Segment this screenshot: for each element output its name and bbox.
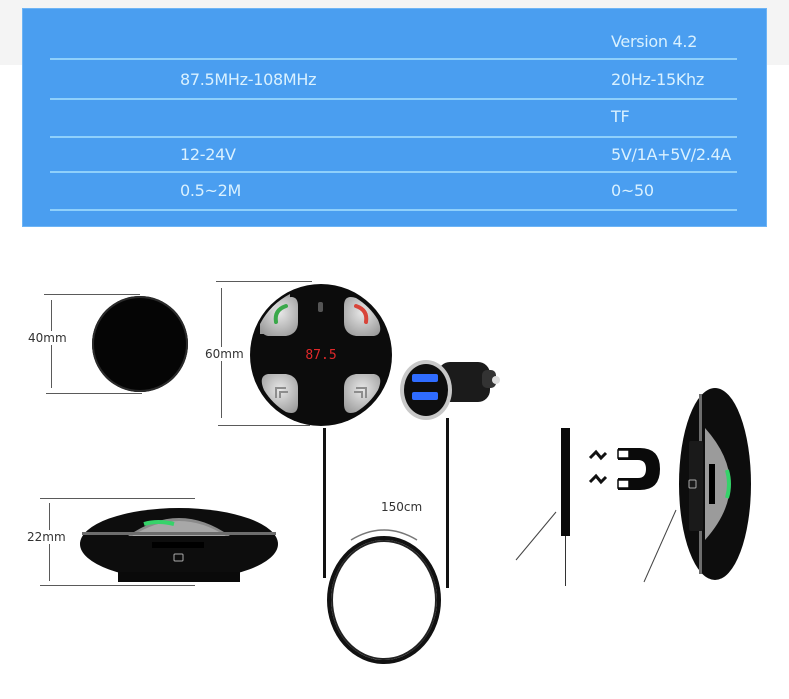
spec-row-4-left: 12-24V [180, 145, 236, 164]
accept-call-icon [273, 304, 288, 324]
spec-row-divider [50, 98, 737, 100]
spec-row-1-right: Version 4.2 [611, 32, 698, 51]
spec-table: Version 4.2 87.5MHz-108MHz 20Hz-15Khz TF… [23, 9, 766, 226]
usb-car-charger [400, 360, 500, 420]
next-track-icon [354, 387, 367, 398]
pointer-line-diagonal [515, 511, 557, 561]
end-call-icon [354, 304, 369, 324]
spec-row-5-right: 0~50 [611, 181, 654, 200]
spec-row-3-right: TF [611, 107, 630, 126]
previous-track-icon [275, 387, 288, 398]
transmitter-side-view [80, 508, 278, 582]
magnetic-wave-icon [588, 449, 608, 461]
magnet-attraction-icon [588, 448, 660, 490]
spec-row-divider [50, 171, 737, 173]
dimension-line-bottom [218, 425, 310, 426]
spec-row-2-left: 87.5MHz-108MHz [180, 70, 317, 89]
pointer-line [565, 536, 566, 586]
transmitter-size-label: 60mm [204, 347, 245, 361]
transmitter-cable [323, 428, 326, 578]
cable-length-label: 150cm [380, 500, 424, 514]
usb-port-2 [412, 392, 438, 400]
dimension-line-top [44, 294, 140, 295]
dimension-line-top [216, 281, 312, 282]
mounting-surface-plate [561, 428, 570, 536]
microphone-icon [318, 302, 323, 312]
magnet-pad-size-label: 40mm [27, 331, 68, 345]
transmitter-side-size-label: 22mm [26, 530, 67, 544]
magnetic-wave-icon [588, 473, 608, 485]
spec-row-5-left: 0.5~2M [180, 181, 242, 200]
frequency-display: 87.5 [305, 348, 336, 363]
spec-row-divider [50, 136, 737, 138]
usb-port-1 [412, 374, 438, 382]
spec-row-divider [50, 58, 737, 60]
spec-row-4-right: 5V/1A+5V/2.4A [611, 145, 732, 164]
cable-coil [327, 529, 441, 664]
spec-row-2-right: 20Hz-15Khz [611, 70, 704, 89]
dimension-line-top [40, 498, 195, 499]
charger-cable [446, 418, 449, 588]
transmitter-mounted-side-view [679, 388, 751, 580]
dimension-line-bottom [40, 585, 195, 586]
magnet-pad-disc [92, 296, 188, 392]
pointer-line-diagonal [643, 509, 677, 583]
transmitter-front-view: 87.5 [250, 284, 392, 426]
dimension-line-bottom [46, 393, 142, 394]
spec-row-divider [50, 209, 737, 211]
